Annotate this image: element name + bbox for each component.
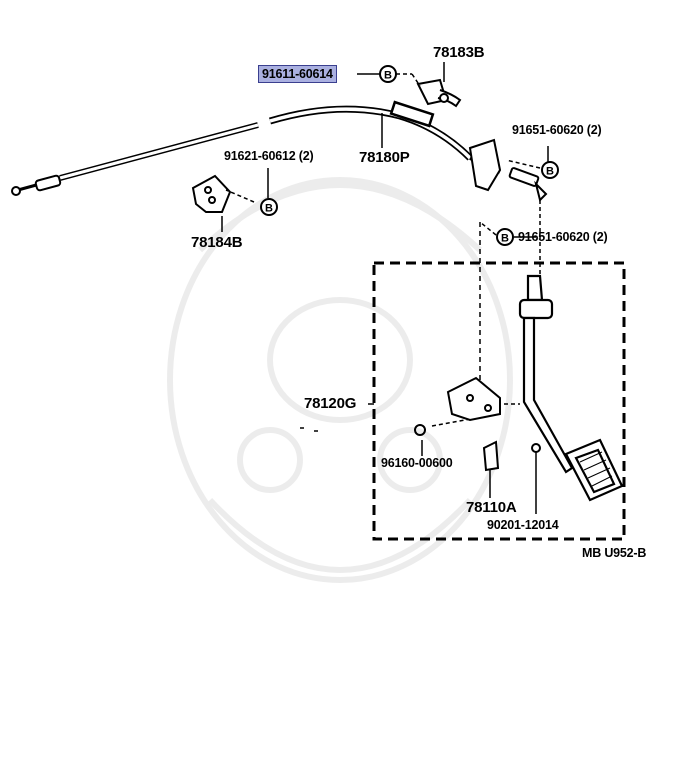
bracket-78184B <box>191 174 232 213</box>
part-label-91621-60612[interactable]: 91621-60612 (2) <box>224 149 314 163</box>
part-label-78180P[interactable]: 78180P <box>359 149 410 166</box>
watermark-logo <box>167 177 513 583</box>
leader-lines <box>221 62 549 514</box>
assembly-box <box>372 261 626 541</box>
part-label-78120G[interactable]: 78120G <box>304 395 357 412</box>
bolt-b-icon: B <box>260 198 278 216</box>
pedal-support-bracket <box>414 376 541 472</box>
part-label-91611-60614[interactable]: 91611-60614 <box>258 65 337 83</box>
svg-text:B: B <box>546 166 554 178</box>
part-label-90201-12014[interactable]: 90201-12014 <box>487 518 559 532</box>
svg-text:B: B <box>384 70 392 82</box>
diagram-code: MB U952-B <box>582 546 647 560</box>
part-label-96160-00600[interactable]: 96160-00600 <box>381 456 453 470</box>
cable-mount-bracket <box>468 138 548 202</box>
part-label-91651-60620-mid[interactable]: 91651-60620 (2) <box>518 230 608 244</box>
bracket-78183B <box>416 78 462 108</box>
part-label-78184B[interactable]: 78184B <box>191 234 243 251</box>
accelerator-pedal <box>518 274 624 502</box>
bolt-markers: B B B B <box>260 65 559 246</box>
bolt-b-icon: B <box>541 161 559 179</box>
bolt-b-icon: B <box>379 65 397 83</box>
bolt-b-icon: B <box>496 228 514 246</box>
part-label-78183B[interactable]: 78183B <box>433 44 485 61</box>
part-label-91651-60620-top[interactable]: 91651-60620 (2) <box>512 123 602 137</box>
part-label-78110A[interactable]: 78110A <box>466 499 517 516</box>
accelerator-cable <box>11 100 501 196</box>
svg-text:B: B <box>265 203 273 215</box>
svg-text:B: B <box>501 233 509 245</box>
